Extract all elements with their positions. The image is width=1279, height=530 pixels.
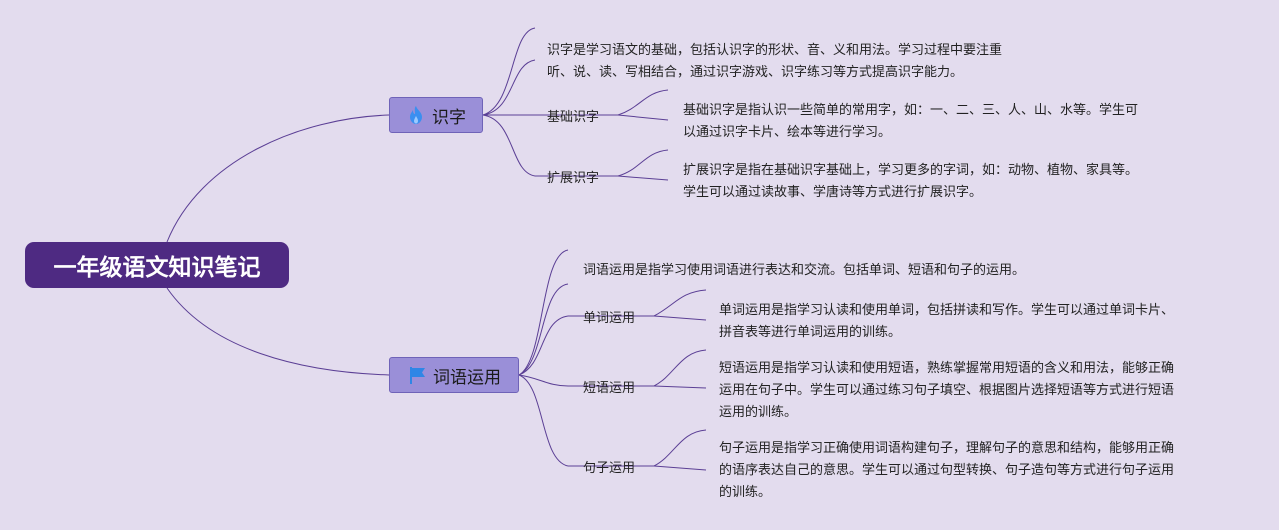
sub-node-danci[interactable]: 单词运用 (583, 307, 635, 326)
danci-to-note-line (653, 289, 707, 317)
ciyu-to-juzi-line (518, 374, 569, 467)
juzi-to-note-line (653, 429, 707, 467)
juzi-to-note-line-2 (653, 465, 707, 471)
ciyu-to-duanyu-line (518, 374, 569, 387)
note-line: 听、说、读、写相结合，通过识字游戏、识字练习等方式提高识字能力。 (547, 65, 964, 80)
jichu-note: 基础识字是指认识一些简单的常用字，如：一、二、三、人、山、水等。学生可 以通过识… (683, 100, 1203, 144)
sub-title: 短语运用 (583, 381, 636, 396)
shizi-to-note-line-2 (482, 59, 536, 116)
ciyu-to-note-line-2 (518, 283, 569, 376)
root-node[interactable]: 一年级语文知识笔记 (25, 242, 289, 288)
sub-title: 句子运用 (583, 461, 636, 476)
root-to-ciyu-line (166, 287, 390, 376)
note-line: 运用在句子中。学生可以通过练习句子填空、根据图片选择短语等方式进行短语 (719, 383, 1175, 398)
note-line: 拼音表等进行单词运用的训练。 (719, 325, 902, 340)
shizi-to-note-line (482, 27, 536, 116)
juzi-note: 句子运用是指学习正确使用词语构建句子，理解句子的意思和结构，能够用正确 的语序表… (719, 438, 1239, 504)
shizi-note: 识字是学习语文的基础，包括认识字的形状、音、义和用法。学习过程中要注重 听、说、… (547, 40, 1067, 84)
note-line: 的训练。 (719, 485, 772, 500)
sub-title: 单词运用 (583, 311, 636, 326)
kuozhan-to-note-line-2 (617, 175, 669, 181)
duanyu-to-note-line-2 (653, 385, 707, 389)
kuozhan-to-note-line (617, 149, 669, 177)
duanyu-note: 短语运用是指学习认读和使用短语，熟练掌握常用短语的含义和用法，能够正确 运用在句… (719, 358, 1239, 424)
sub-node-duanyu[interactable]: 短语运用 (583, 377, 635, 396)
root-to-shizi-line (166, 114, 390, 243)
kuozhan-note: 扩展识字是指在基础识字基础上，学习更多的字词，如：动物、植物、家具等。 学生可以… (683, 160, 1203, 204)
note-line: 句子运用是指学习正确使用词语构建句子，理解句子的意思和结构，能够用正确 (719, 441, 1175, 456)
note-line: 短语运用是指学习认读和使用短语，熟练掌握常用短语的含义和用法，能够正确 (719, 361, 1175, 376)
note-line: 单词运用是指学习认读和使用单词，包括拼读和写作。学生可以通过单词卡片、 (719, 303, 1175, 318)
note-line: 学生可以通过读故事、学唐诗等方式进行扩展识字。 (683, 185, 983, 200)
jichu-to-note-line (617, 89, 669, 116)
danci-note: 单词运用是指学习认读和使用单词，包括拼读和写作。学生可以通过单词卡片、 拼音表等… (719, 300, 1239, 344)
danci-to-note-line-2 (653, 315, 707, 321)
flame-icon (406, 105, 426, 125)
note-line: 基础识字是指认识一些简单的常用字，如：一、二、三、人、山、水等。学生可 (683, 103, 1139, 118)
sub-title: 基础识字 (547, 110, 600, 125)
branch-title-ciyu: 词语运用 (433, 367, 501, 388)
branch-node-ciyu[interactable]: 词语运用 (389, 357, 519, 393)
note-line: 的语序表达自己的意思。学生可以通过句型转换、句子造句等方式进行句子运用 (719, 463, 1175, 478)
note-line: 词语运用是指学习使用词语进行表达和交流。包括单词、短语和句子的运用。 (583, 263, 1026, 278)
note-line: 以通过识字卡片、绘本等进行学习。 (683, 125, 892, 140)
ciyu-note: 词语运用是指学习使用词语进行表达和交流。包括单词、短语和句子的运用。 (583, 260, 1103, 282)
ciyu-to-note-line (518, 249, 569, 376)
ciyu-to-danci-line (518, 315, 569, 376)
note-line: 扩展识字是指在基础识字基础上，学习更多的字词，如：动物、植物、家具等。 (683, 163, 1139, 178)
jichu-to-note-line-2 (617, 114, 669, 121)
sub-node-kuozhan[interactable]: 扩展识字 (547, 167, 599, 186)
note-line: 识字是学习语文的基础，包括认识字的形状、音、义和用法。学习过程中要注重 (547, 43, 1003, 58)
sub-node-juzi[interactable]: 句子运用 (583, 457, 635, 476)
sub-title: 扩展识字 (547, 171, 600, 186)
note-line: 运用的训练。 (719, 405, 798, 420)
branch-node-shizi[interactable]: 识字 (389, 97, 483, 133)
flag-icon (407, 365, 427, 385)
root-title: 一年级语文知识笔记 (53, 255, 261, 281)
branch-title-shizi: 识字 (432, 107, 466, 128)
shizi-to-kuozhan-line (482, 114, 536, 177)
sub-node-jichu[interactable]: 基础识字 (547, 106, 599, 125)
duanyu-to-note-line (653, 349, 707, 387)
